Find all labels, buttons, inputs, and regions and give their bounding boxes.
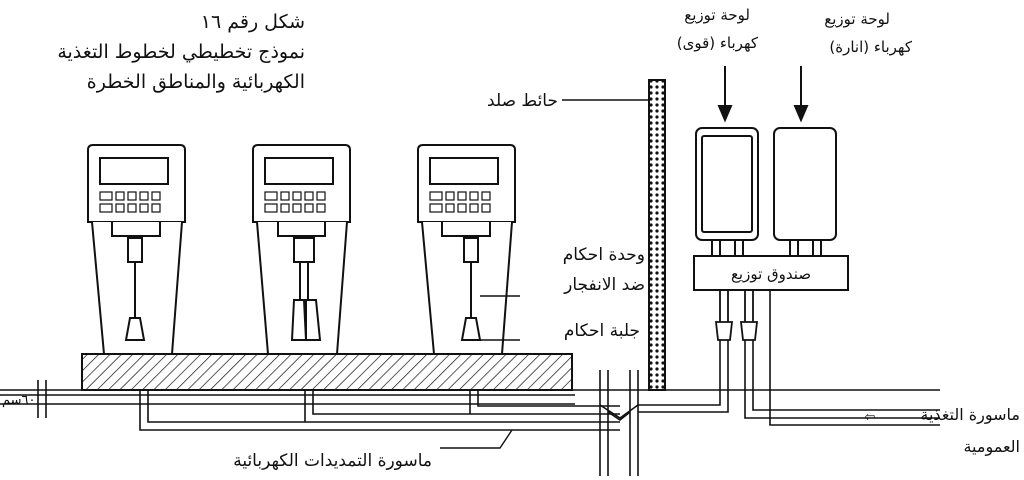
power-panel bbox=[695, 127, 759, 257]
sealing-gland-label: جلبة احكام bbox=[564, 321, 640, 341]
supply-label-line2: العمومية bbox=[963, 437, 1020, 457]
supply-label-line1: ماسورة التغذية bbox=[920, 405, 1020, 425]
distribution-box-label: صندوق توزيع bbox=[731, 265, 811, 283]
panel-arrows bbox=[717, 66, 809, 123]
figure-title: شكل رقم ١٦ نموذج تخطيطي لخطوط التغذية ال… bbox=[57, 11, 305, 93]
figure-title-line1: شكل رقم ١٦ bbox=[201, 11, 305, 33]
power-panel-label-line1: لوحة توزيع bbox=[684, 6, 750, 24]
underground-conduits bbox=[139, 290, 940, 476]
depth-label: ٦٠سم bbox=[2, 393, 36, 408]
component-leaders bbox=[480, 295, 520, 341]
conduit-label: ماسورة التمديدات الكهربائية bbox=[233, 451, 432, 471]
figure-title-line2: نموذج تخطيطي لخطوط التغذية bbox=[57, 41, 305, 63]
supply-arrow-icon: ⇦ bbox=[865, 410, 876, 425]
lighting-panel-label-line2: كهرباء (انارة) bbox=[829, 38, 912, 56]
lighting-panel-label-line1: لوحة توزيع bbox=[824, 10, 890, 28]
figure-title-line3: الكهربائية والمناطق الخطرة bbox=[87, 71, 305, 93]
solid-wall-label: حائط صلد bbox=[487, 91, 558, 111]
power-panel-label-line2: كهرباء (قوى) bbox=[677, 34, 759, 52]
fuel-dispenser-1 bbox=[87, 144, 186, 355]
box-risers bbox=[714, 290, 759, 341]
fuel-dispenser-3 bbox=[417, 144, 516, 355]
lighting-panel bbox=[773, 127, 837, 257]
concrete-island bbox=[81, 353, 573, 391]
explosion-unit-label-line1: وحدة احكام bbox=[563, 245, 645, 265]
distribution-box bbox=[693, 255, 849, 291]
fuel-dispenser-2 bbox=[252, 144, 351, 355]
solid-wall bbox=[648, 79, 666, 391]
explosion-unit-label-line2: ضد الانفجار bbox=[563, 275, 645, 295]
conduit-leader bbox=[440, 429, 513, 449]
